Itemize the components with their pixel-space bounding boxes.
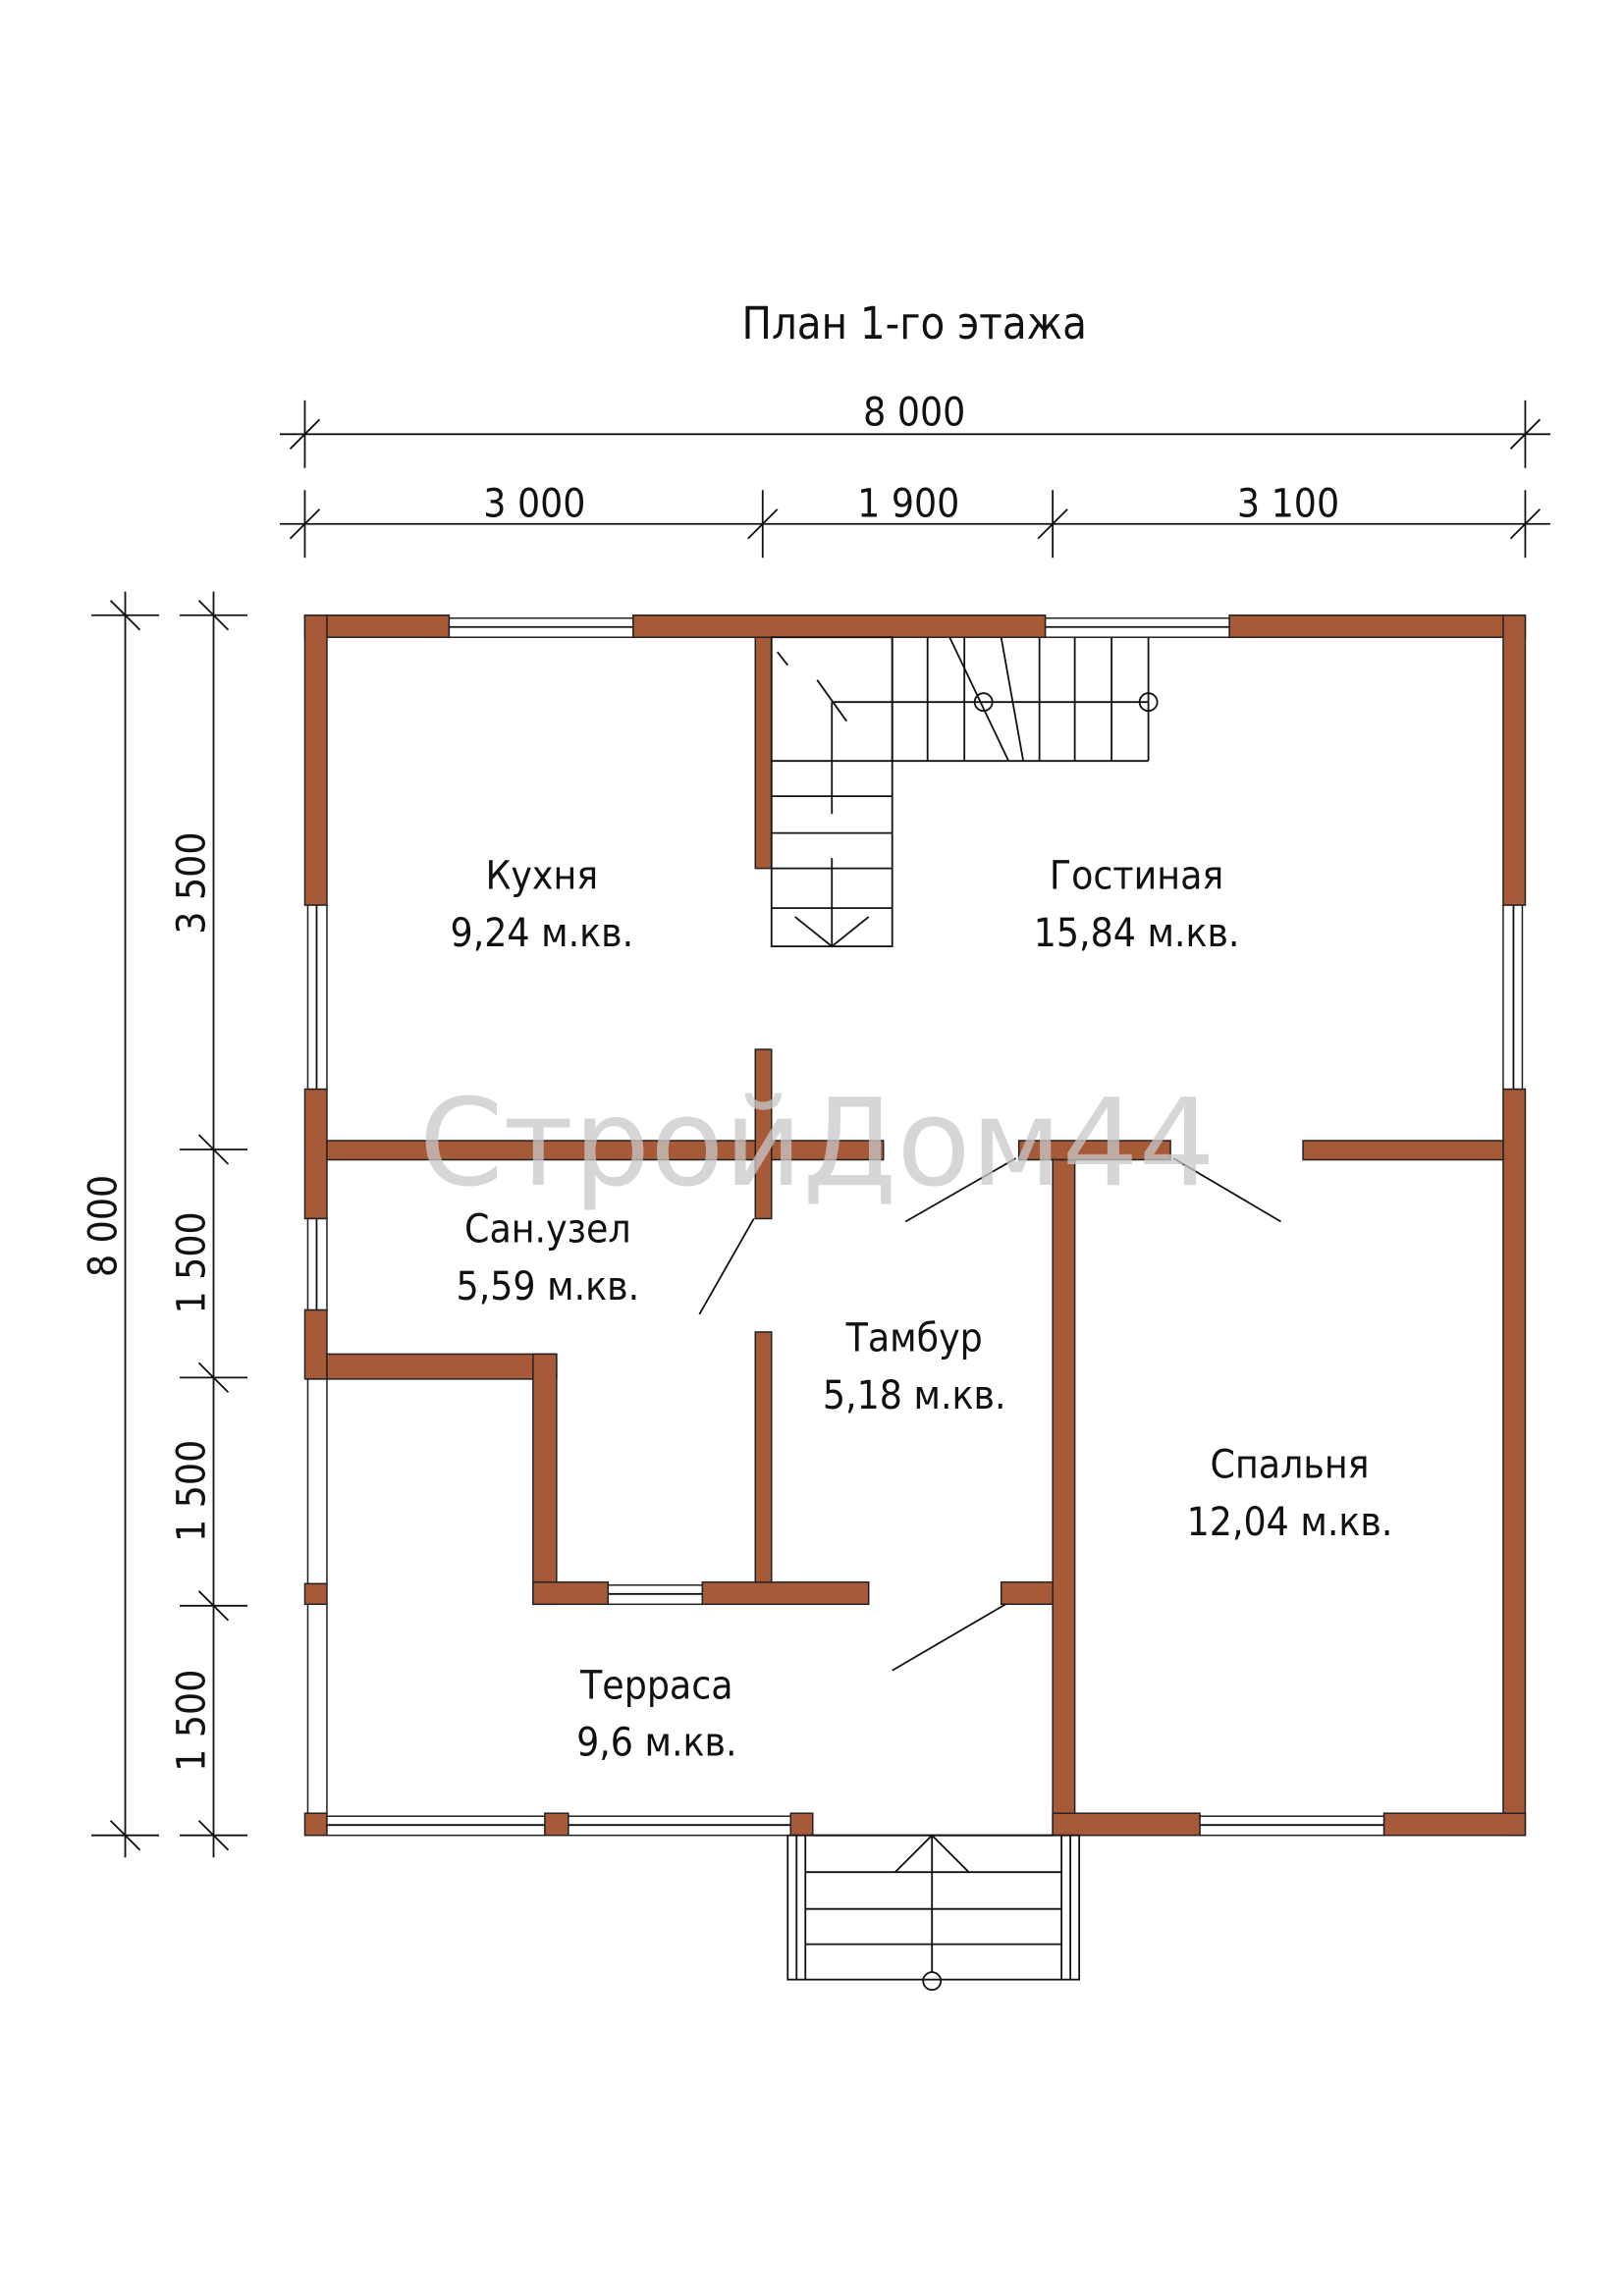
svg-text:Терраса: Терраса [579,1661,733,1708]
dimension-left-total: 8 000 [80,591,160,1858]
svg-text:1 900: 1 900 [857,479,959,526]
svg-text:9,24 м.кв.: 9,24 м.кв. [451,909,634,956]
svg-text:9,6 м.кв.: 9,6 м.кв. [576,1719,736,1766]
dimension-left-segments: 3 500 1 500 1 500 1 500 [168,591,247,1858]
room-bedroom: Спальня 12,04 м.кв. [1187,1440,1393,1544]
svg-text:Тамбур: Тамбур [845,1313,983,1361]
svg-text:Спальня: Спальня [1211,1440,1370,1487]
dimension-top-total: 8 000 [279,388,1550,468]
svg-text:Кухня: Кухня [486,852,599,899]
walls [303,614,1527,1837]
room-bathroom: Сан.узел 5,59 м.кв. [457,1204,640,1308]
svg-text:1 500: 1 500 [168,1211,215,1313]
porch-steps [786,1834,1081,1992]
svg-text:15,84 м.кв.: 15,84 м.кв. [1034,909,1240,956]
room-vestibule: Тамбур 5,18 м.кв. [823,1313,1006,1417]
svg-text:3 000: 3 000 [483,479,585,526]
svg-text:12,04 м.кв.: 12,04 м.кв. [1187,1498,1393,1545]
svg-text:3 500: 3 500 [168,832,215,934]
room-kitchen: Кухня 9,24 м.кв. [451,852,634,956]
svg-text:Сан.узел: Сан.узел [464,1204,631,1252]
watermark: СтройДом44 [419,1073,1216,1213]
svg-text:1 500: 1 500 [168,1670,215,1772]
dimension-top-segments: 3 000 1 900 3 100 [279,479,1550,559]
svg-text:8 000: 8 000 [80,1175,127,1277]
room-terrace: Терраса 9,6 м.кв. [576,1661,736,1765]
svg-text:1 500: 1 500 [168,1440,215,1542]
plan-title: План 1-го этажа [742,297,1087,349]
room-living: Гостиная 15,84 м.кв. [1034,852,1240,956]
staircase [770,636,1159,948]
svg-text:8 000: 8 000 [863,388,965,435]
svg-text:Гостиная: Гостиная [1050,852,1223,899]
windows [306,616,1524,1837]
svg-text:5,59 м.кв.: 5,59 м.кв. [457,1262,640,1309]
svg-text:5,18 м.кв.: 5,18 м.кв. [823,1371,1006,1418]
svg-text:3 100: 3 100 [1237,479,1339,526]
door-swings [698,1157,1282,1672]
